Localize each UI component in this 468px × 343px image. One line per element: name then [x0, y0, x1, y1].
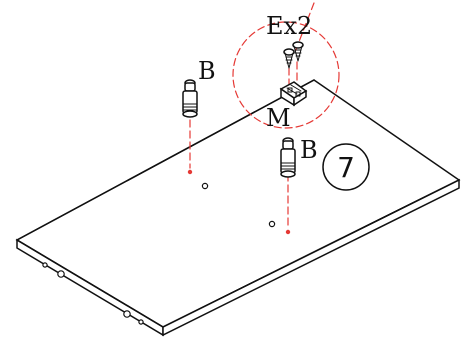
- quantity-label: Ex2: [266, 12, 312, 40]
- dowel-icon: [182, 79, 198, 118]
- part-label-m: M: [266, 104, 291, 132]
- screw-icon: [292, 41, 304, 62]
- screw-icon: [283, 48, 295, 69]
- hinge-icon: [279, 81, 308, 107]
- part-label-b-right: B: [300, 136, 318, 164]
- panel-icon: [15, 79, 461, 337]
- step-number: 7: [337, 151, 355, 184]
- right-dowel-hole-marker: [285, 229, 291, 235]
- dowel-icon: [280, 137, 296, 178]
- left-dowel-hole-marker: [187, 169, 193, 175]
- part-label-b-left: B: [198, 57, 216, 85]
- step-circle-icon: 7: [322, 143, 370, 191]
- detail-circle: [232, 21, 340, 129]
